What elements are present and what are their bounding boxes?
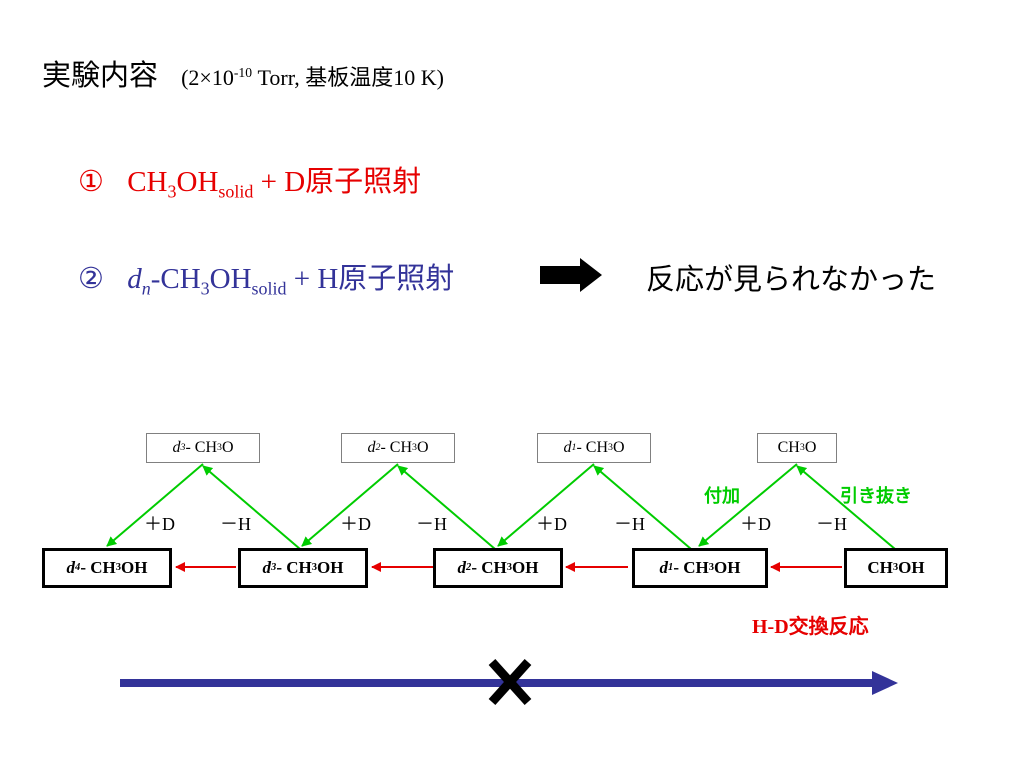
block-arrow-icon xyxy=(540,258,602,292)
green-arrows xyxy=(106,463,896,550)
label-plus-d-1: ＋D xyxy=(144,514,175,534)
exp1-formula: CH3OHsolid + D xyxy=(127,166,306,202)
label-addition: 付加 xyxy=(704,486,740,507)
exp2-jp: 原子照射 xyxy=(338,261,455,295)
label-abstraction: 引き抜き xyxy=(840,486,912,507)
label-minus-h-2: －H xyxy=(416,514,447,534)
cross-icon xyxy=(488,658,532,706)
experiment-1: ① CH3OHsolid + D原子照射 xyxy=(78,158,421,200)
label-minus-h-4: －H xyxy=(816,514,847,534)
label-plus-d-4: ＋D xyxy=(740,514,771,534)
title-conditions: (2×10-10 Torr, 基板温度10 K) xyxy=(181,64,444,90)
exp1-number: ① xyxy=(78,164,104,198)
label-plus-d-3: ＋D xyxy=(536,514,567,534)
exp2-number: ② xyxy=(78,261,104,295)
exp1-jp: 原子照射 xyxy=(305,164,422,198)
title-main: 実験内容 xyxy=(42,58,159,92)
experiment-2: ② dn-CH3OHsolid + H原子照射 xyxy=(78,255,454,297)
label-minus-h-1: －H xyxy=(220,514,251,534)
label-minus-h-3: －H xyxy=(614,514,645,534)
label-hd-exchange: H-D交換反応 xyxy=(752,616,869,638)
label-plus-d-2: ＋D xyxy=(340,514,371,534)
progress-arrow xyxy=(120,671,898,695)
slide-title: 実験内容 (2×10-10 Torr, 基板温度10 K) xyxy=(42,52,444,94)
exp2-formula: dn-CH3OHsolid + H xyxy=(127,263,339,299)
result-text: 反応が見られなかった xyxy=(646,262,937,296)
